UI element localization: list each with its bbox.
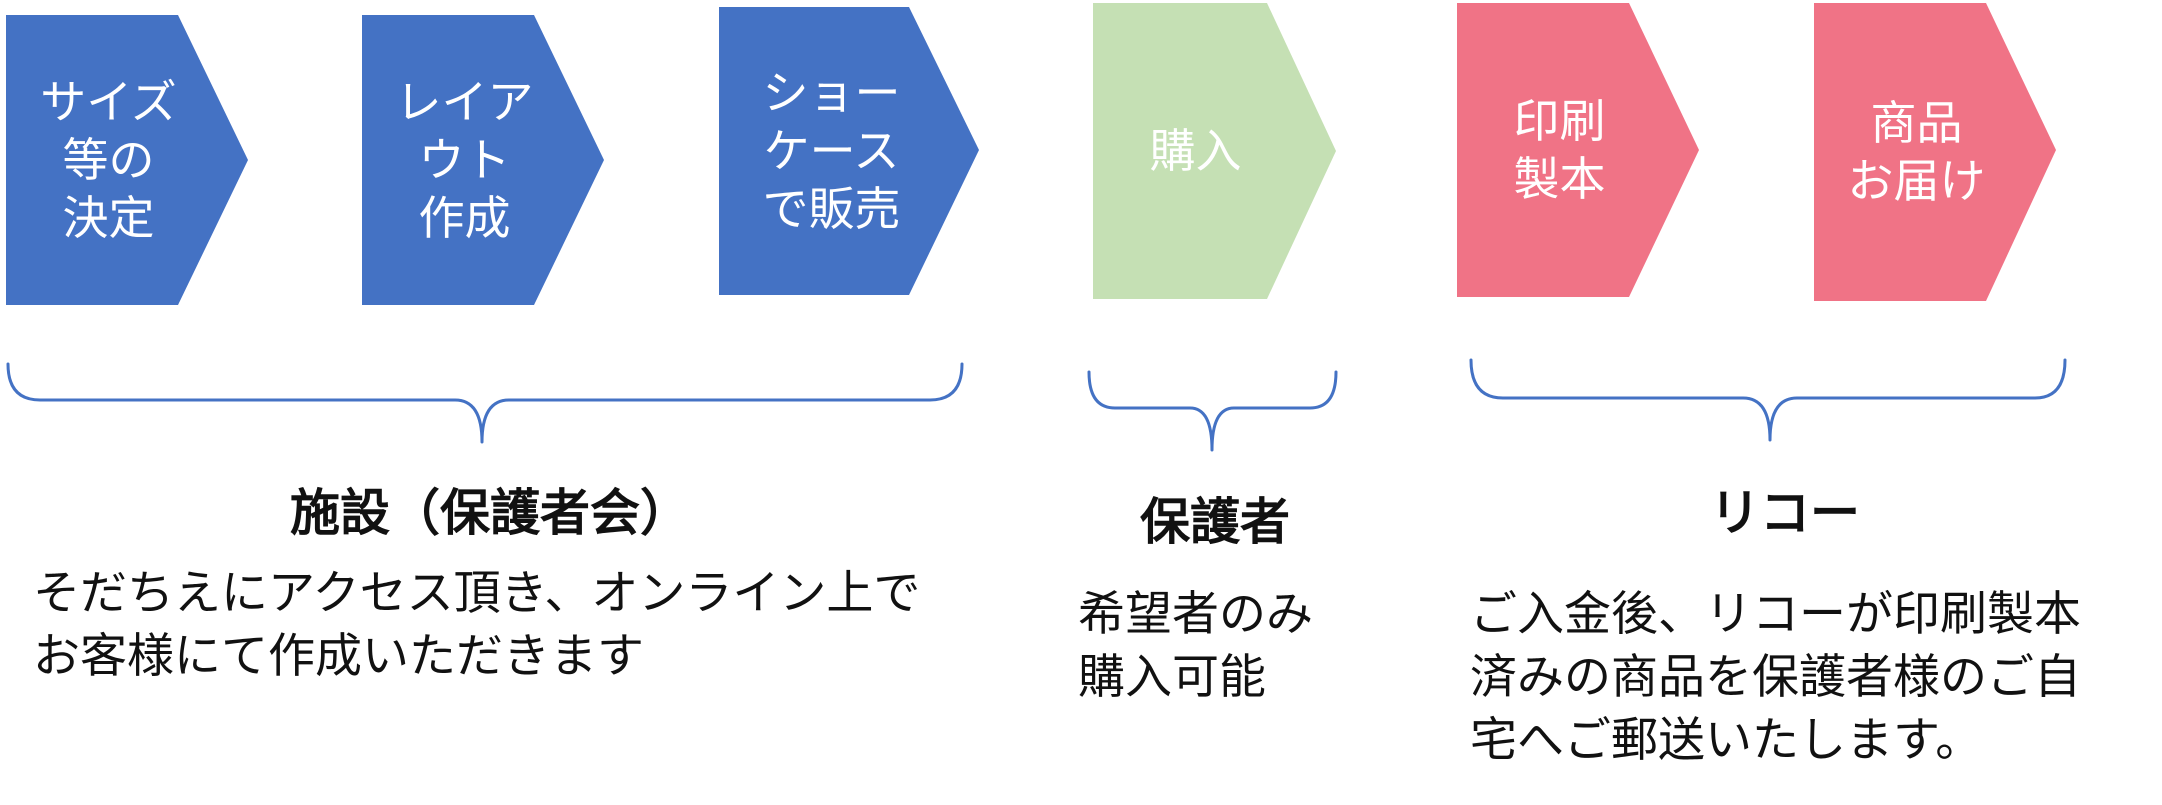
step-size-decision: サイズ 等の 決定 [40,75,177,245]
step-layout-creation: レイア ウト 作成 [395,75,534,245]
step-purchase: 購入 [1149,124,1242,178]
step-shape-purchase [1093,3,1336,299]
bracket-facility [6,362,964,444]
step-showcase-sale: ショー ケース で販売 [762,66,901,236]
step-shape-showcase-sale [719,7,979,295]
step-print-binding: 印刷 製本 [1513,94,1606,206]
group-title-ricoh: リコー [1710,484,1860,542]
group-description-ricoh: ご入金後、リコーが印刷製本 済みの商品を保護者様のご自 宅へご郵送いたします。 [1470,587,2081,768]
step-shape-delivery [1814,3,2056,301]
step-shape-size-decision [6,15,248,305]
bracket-guardian [1087,370,1338,452]
group-description-guardian: 希望者のみ 購入可能 [1078,587,1313,705]
step-shape-layout-creation [362,15,604,305]
step-shape-print-binding [1457,3,1699,297]
bracket-ricoh [1469,358,2067,442]
step-delivery: 商品 お届け [1847,96,1986,208]
group-title-guardian: 保護者 [1140,493,1290,551]
group-title-facility: 施設（保護者会） [290,484,690,542]
group-description-facility: そだちえにアクセス頂き、オンライン上で お客様にて作成いただきます [33,566,921,684]
